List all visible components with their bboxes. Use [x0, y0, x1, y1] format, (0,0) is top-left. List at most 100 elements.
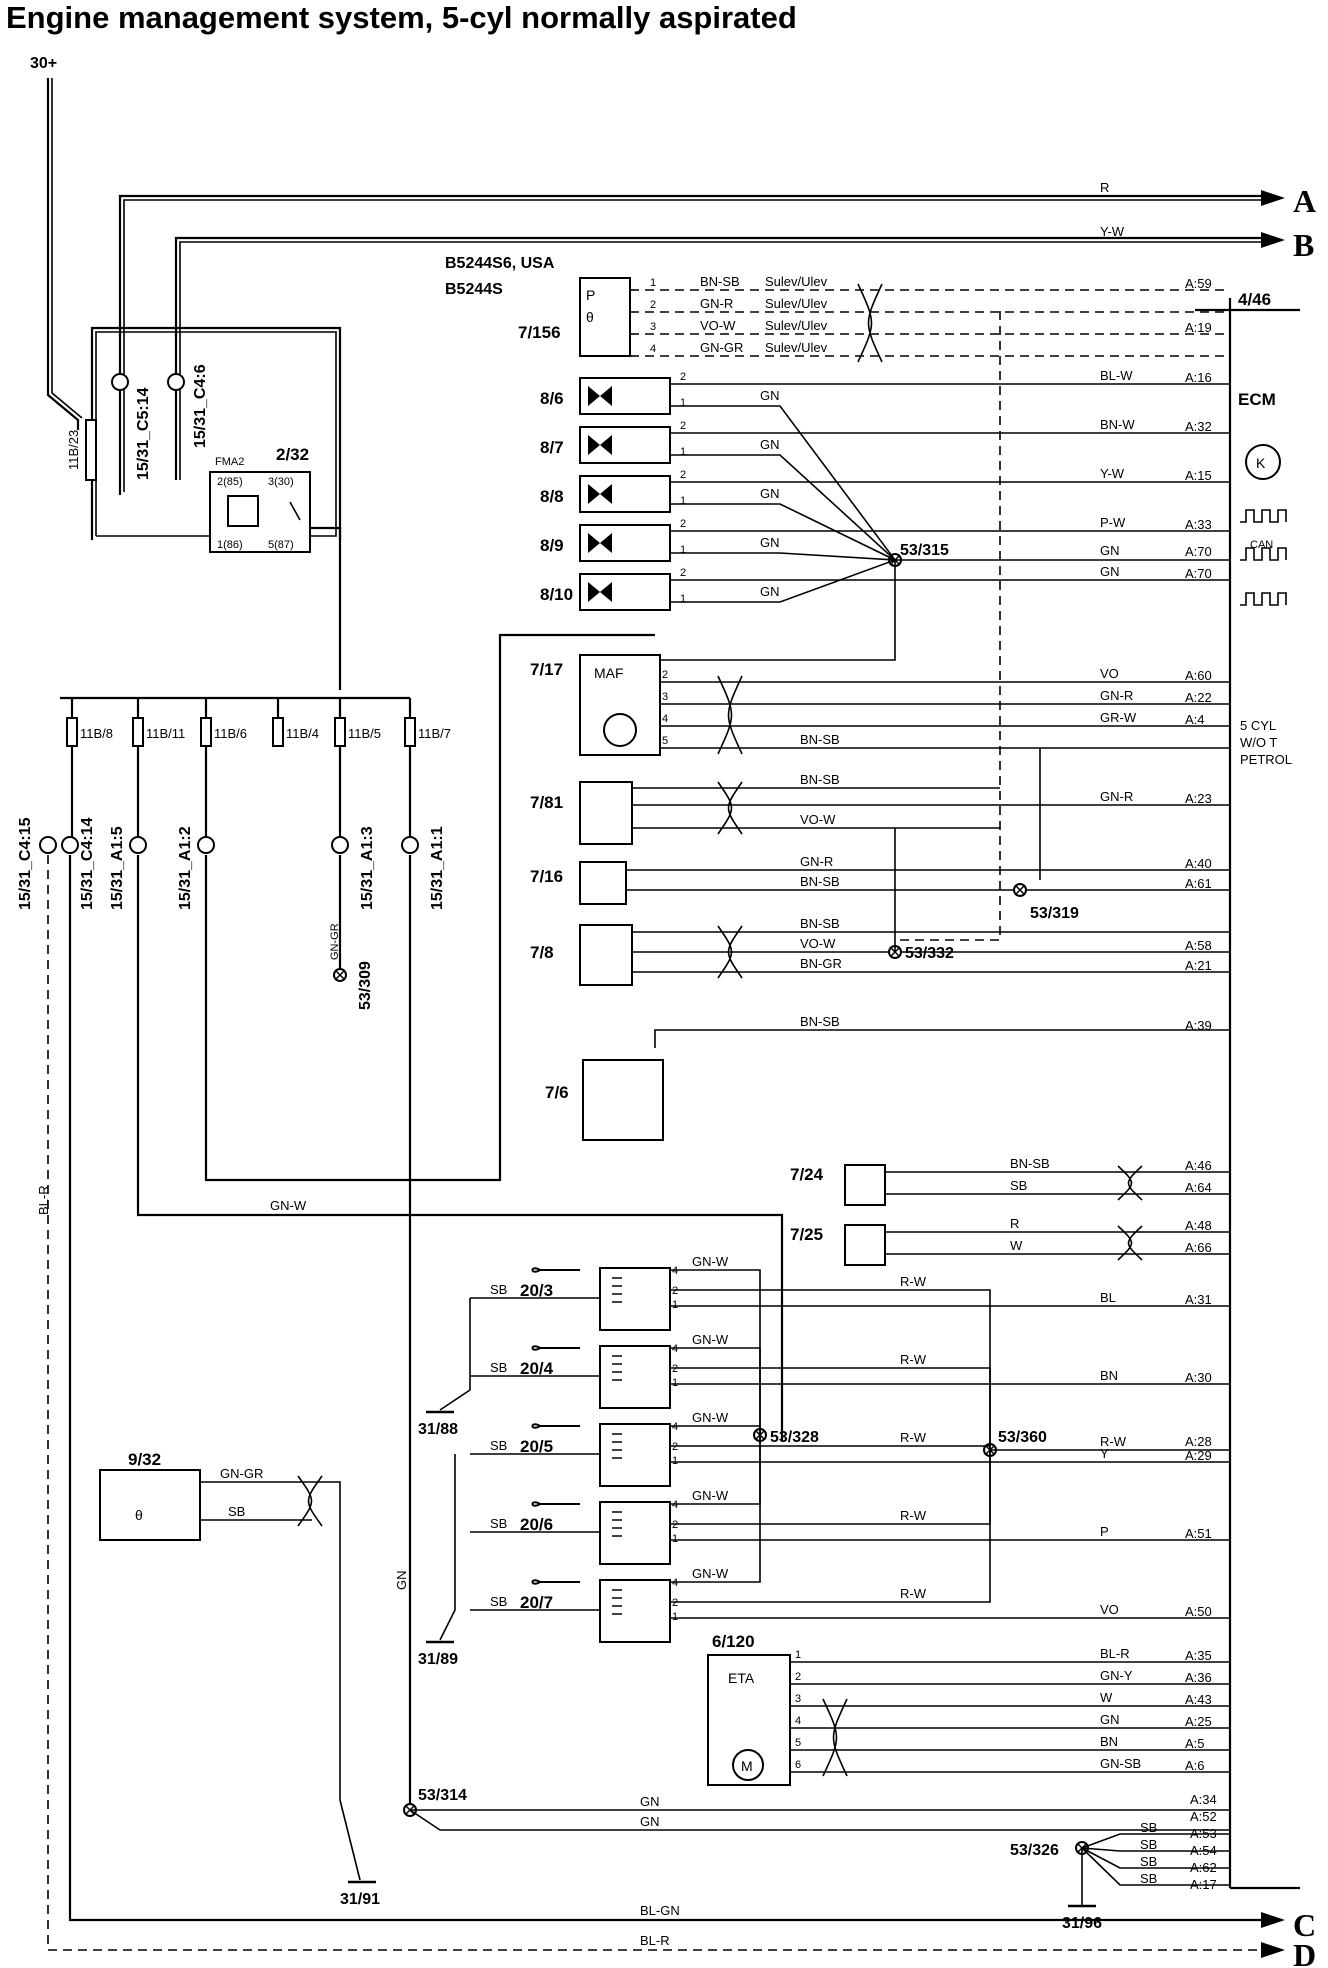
wire-bl-r-label: BL-R [36, 1185, 51, 1215]
wire-color-label: GN-R [1100, 688, 1133, 703]
wire-color-label: P-W [1100, 515, 1126, 530]
wire-gn-label: GN [640, 1814, 660, 1829]
connector-c4-15: 15/31_C4:15 [17, 817, 34, 910]
wire-color-label: BN-SB [1010, 1156, 1050, 1171]
sensor-glyph: θ [135, 1507, 143, 1523]
wire-gn-label: GN [760, 535, 780, 550]
knock-icon-glyph: K [1256, 455, 1266, 471]
rail-a-2 [123, 199, 1262, 492]
ecm-pin-label: A:36 [1185, 1670, 1212, 1685]
wire-color-label: R-W [1100, 1434, 1127, 1449]
coil-winding-icon [612, 1589, 622, 1615]
injector-icon [588, 582, 612, 602]
coil-winding-icon [612, 1511, 622, 1537]
coil-id: 20/5 [520, 1437, 553, 1456]
wire-gnw-label: GN-W [692, 1566, 729, 1581]
injector-id: 8/10 [540, 585, 573, 604]
ground-splice-wire [1081, 1847, 1230, 1852]
coil-gnw-wire [670, 1347, 761, 1435]
ecm-pin-label: A:60 [1185, 668, 1212, 683]
pin-label: 2 [680, 371, 686, 383]
sensor-7-156-id: 7/156 [518, 323, 561, 342]
knock-icon [1245, 444, 1281, 480]
ecm-pin-label: A:30 [1185, 1370, 1212, 1385]
connector-c4-6: 15/31_C4:6 [192, 364, 209, 448]
wire-color-label: BN-SB [800, 874, 840, 889]
wire-gn-ground-2 [409, 1809, 1230, 1831]
wire-color-label: W [1100, 1690, 1113, 1705]
pin-label: 2 [680, 518, 686, 530]
wire-color-label: VO [1100, 666, 1119, 681]
wire-color-label: VO [1100, 1602, 1119, 1617]
pin-label: 1 [795, 1649, 801, 1661]
pulse-icon [1240, 547, 1287, 561]
spark-plug-icon [531, 1423, 580, 1429]
maf-label: MAF [594, 665, 624, 681]
wire-color-label: BL-R [1100, 1646, 1130, 1661]
ecm-pin-label: A:43 [1185, 1692, 1212, 1707]
wire-color-label: Y-W [1100, 466, 1125, 481]
wire-sb-label: SB [490, 1438, 507, 1453]
splice-53-315: 53/315 [900, 542, 949, 559]
ecm-pin-label: A:25 [1185, 1714, 1212, 1729]
rail-b [174, 236, 1262, 480]
sensor-7-81-id: 7/81 [530, 793, 563, 812]
injector-id: 8/9 [540, 536, 564, 555]
ignition-coil [599, 1579, 671, 1643]
arrow-icon [1261, 1942, 1285, 1958]
wire-color-label: BN-SB [700, 274, 740, 289]
wire-sb-label: SB [1140, 1854, 1157, 1869]
sensor-7-6-wire [654, 1029, 1230, 1048]
pin-label: 1 [680, 495, 686, 507]
pin-label: 2 [680, 567, 686, 579]
sensor-9-32-wire [200, 1481, 341, 1800]
pulse-icon [1240, 509, 1287, 523]
ecm-pin-label: A:5 [1185, 1736, 1205, 1751]
pin-label: 1 [650, 277, 656, 289]
wire-shield [900, 310, 1001, 941]
relay-pin: 3(30) [268, 476, 294, 488]
ecm-pin-label: A:40 [1185, 856, 1212, 871]
ecm-pin-label: A:32 [1185, 419, 1212, 434]
connector-a1-3: 15/31_A1:3 [359, 826, 376, 910]
relay-coil-icon [227, 495, 259, 527]
connector-icon [167, 373, 185, 391]
pulse-icon [1240, 592, 1287, 606]
sensor-7-24 [844, 1164, 886, 1206]
pin-label: 2 [662, 669, 668, 681]
ground-31-88-wire [439, 1298, 471, 1411]
pin-label: 2 [672, 1519, 678, 1531]
pin-label: 1 [680, 544, 686, 556]
page-title: Engine management system, 5-cyl normally… [6, 0, 797, 35]
relay-pin: 1(86) [217, 539, 243, 551]
ground-31-91-wire [339, 1799, 361, 1881]
pin-label: 1 [672, 1299, 678, 1311]
wire-color-label: Y [1100, 1446, 1109, 1461]
variant-label: B5244S6, USA [445, 255, 555, 272]
supply-label: 30+ [30, 55, 57, 72]
pin-label: 4 [672, 1265, 678, 1277]
sensor-7-156 [579, 277, 631, 357]
ecm-pin-label: A:34 [1190, 1792, 1217, 1807]
pin-label: 1 [672, 1377, 678, 1389]
pin-label: 2 [795, 1671, 801, 1683]
ignition-coil [599, 1267, 671, 1331]
injector-icon [588, 386, 612, 406]
ignition-coil [599, 1501, 671, 1565]
connector-icon [197, 836, 215, 854]
ecm-pin-label: A:35 [1185, 1648, 1212, 1663]
ecm-pin-label: A:50 [1185, 1604, 1212, 1619]
fuse-11B-5 [334, 717, 346, 747]
wire-color-label: GR-W [1100, 710, 1137, 725]
arrow-icon [1261, 1912, 1285, 1928]
spark-plug-icon [531, 1501, 580, 1507]
ecm-pin-label: A:48 [1185, 1218, 1212, 1233]
ecm-pin-label: A:29 [1185, 1448, 1212, 1463]
wire-color-label: BN-W [1100, 417, 1135, 432]
wire-color-label: GN-GR [700, 340, 743, 355]
knock-icon [603, 713, 637, 747]
connector-icon [401, 836, 419, 854]
ecm-variant-line: 5 CYL [1240, 718, 1276, 733]
pin-label: 2 [680, 420, 686, 432]
sensor-7-8-id: 7/8 [530, 943, 554, 962]
